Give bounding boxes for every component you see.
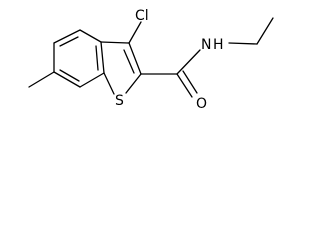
- thiophene-ring: [100, 41, 142, 95]
- sulfur-atom-label: S: [115, 93, 124, 109]
- bond-c7a-c3a-inner: [95, 45, 99, 71]
- bond-c3-c2: [128, 42, 142, 75]
- ethyl-group: [228, 17, 274, 45]
- bond-c2-s: [125, 73, 142, 94]
- bond-c4-c5-inner: [59, 36, 79, 47]
- bond-carbonyl-oxygen-2: [182, 70, 198, 94]
- benzene-ring: [53, 29, 105, 88]
- bond-c3a-c3: [100, 41, 130, 44]
- hydrogen-atom-label: H: [213, 37, 224, 53]
- chlorine-atom-label: Cl: [135, 8, 149, 24]
- bond-carbonyl-oxygen-1: [176, 73, 193, 98]
- bond-c6-c7-inner: [59, 69, 80, 82]
- molecule-structure: Cl S N H O: [28, 8, 274, 112]
- oxygen-atom-label: O: [196, 96, 207, 112]
- bond-ch2-ch3: [256, 17, 274, 45]
- bond-methyl: [28, 71, 55, 88]
- bond-carbonyl-nitrogen: [176, 49, 201, 75]
- bond-c6-c7: [53, 71, 81, 88]
- nitrogen-atom-label: N: [201, 37, 211, 53]
- bond-c3-c2-inner: [123, 49, 135, 74]
- bond-c3-cl: [128, 21, 142, 44]
- bond-nitrogen-ch2: [228, 42, 258, 45]
- bond-c7a-c3a: [100, 41, 105, 74]
- bond-c7-c7a: [79, 72, 105, 88]
- bond-c3a-c4: [79, 29, 102, 43]
- bond-s-c7a: [103, 72, 115, 95]
- bond-c4-c5: [53, 29, 81, 44]
- amide-group: [140, 49, 201, 98]
